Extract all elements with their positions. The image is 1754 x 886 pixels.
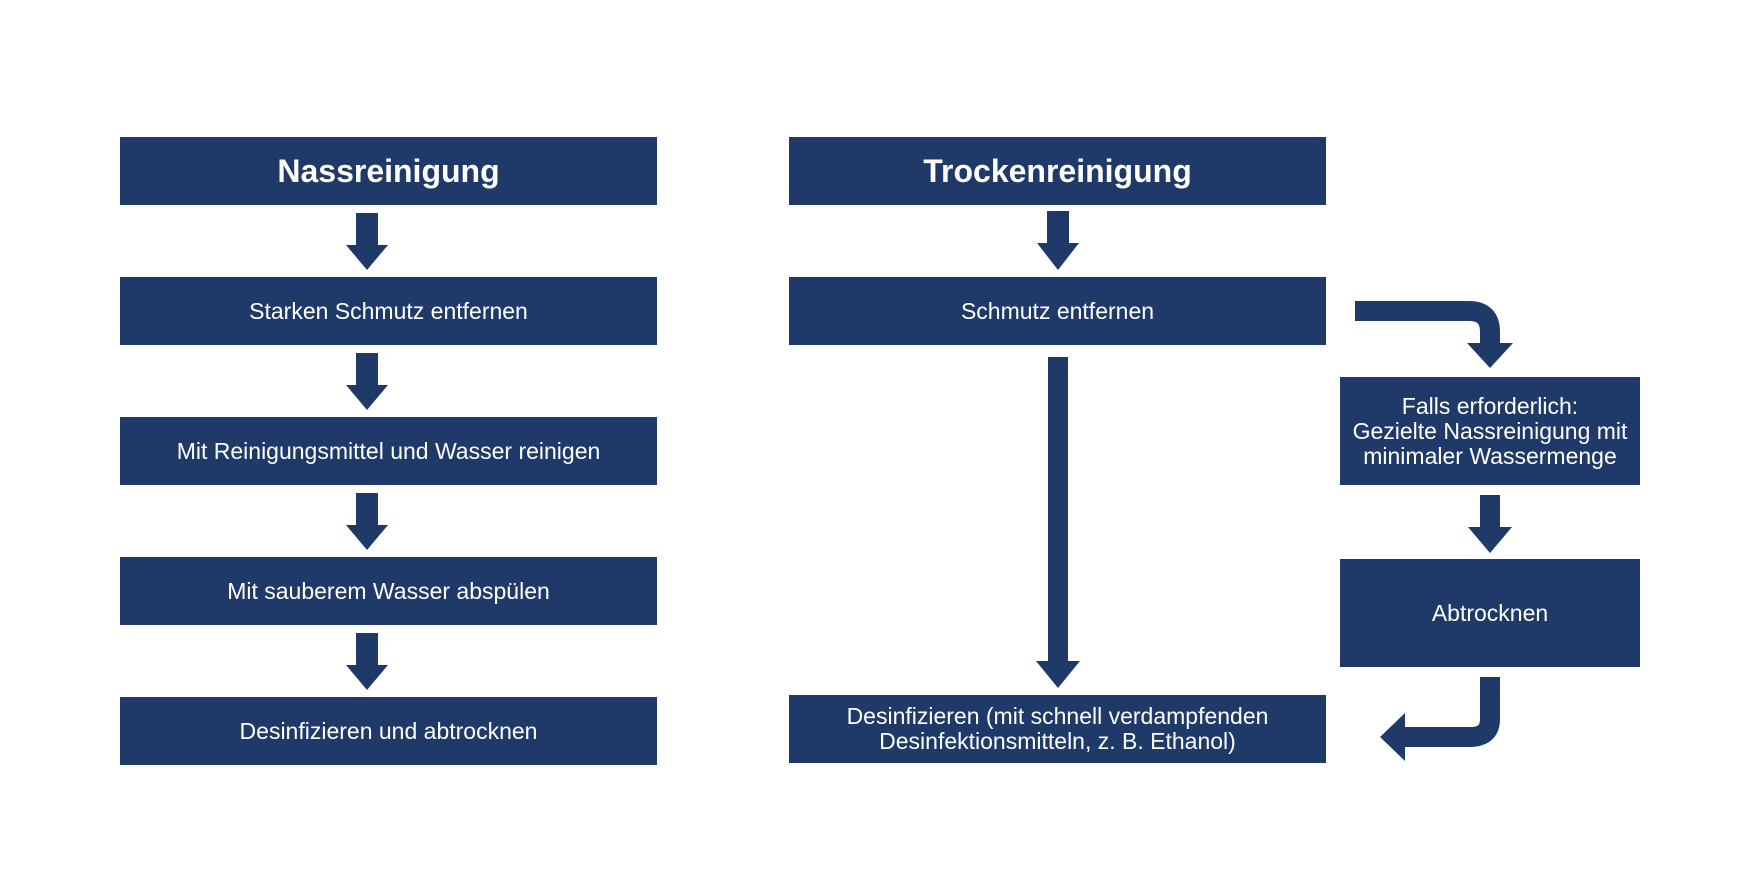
wet-step-3: Mit sauberem Wasser abspülen [120, 557, 657, 625]
return-curve-arrow-icon [1380, 677, 1500, 761]
down-arrow-icon [1037, 211, 1079, 270]
dry-step-disinfect: Desinfizieren (mit schnell verdampfenden… [789, 695, 1326, 763]
wet-step-4: Desinfizieren und abtrocknen [120, 697, 657, 765]
down-arrow-icon [346, 213, 388, 270]
optional-wet-cleaning: Falls erforderlich: Gezielte Nassreinigu… [1340, 377, 1640, 485]
dry-step-remove-dirt: Schmutz entfernen [789, 277, 1326, 345]
wet-step-2: Mit Reinigungsmittel und Wasser reinigen [120, 417, 657, 485]
dry-cleaning-title: Trockenreinigung [789, 137, 1326, 205]
optional-drying: Abtrocknen [1340, 559, 1640, 667]
down-arrow-icon [346, 353, 388, 410]
branch-curve-arrow-icon [1355, 301, 1513, 368]
down-arrow-icon [346, 493, 388, 550]
down-arrow-icon [1468, 495, 1512, 553]
down-arrow-icon [346, 633, 388, 690]
long-down-arrow-icon [1036, 357, 1080, 688]
wet-cleaning-title: Nassreinigung [120, 137, 657, 205]
wet-step-1: Starken Schmutz entfernen [120, 277, 657, 345]
